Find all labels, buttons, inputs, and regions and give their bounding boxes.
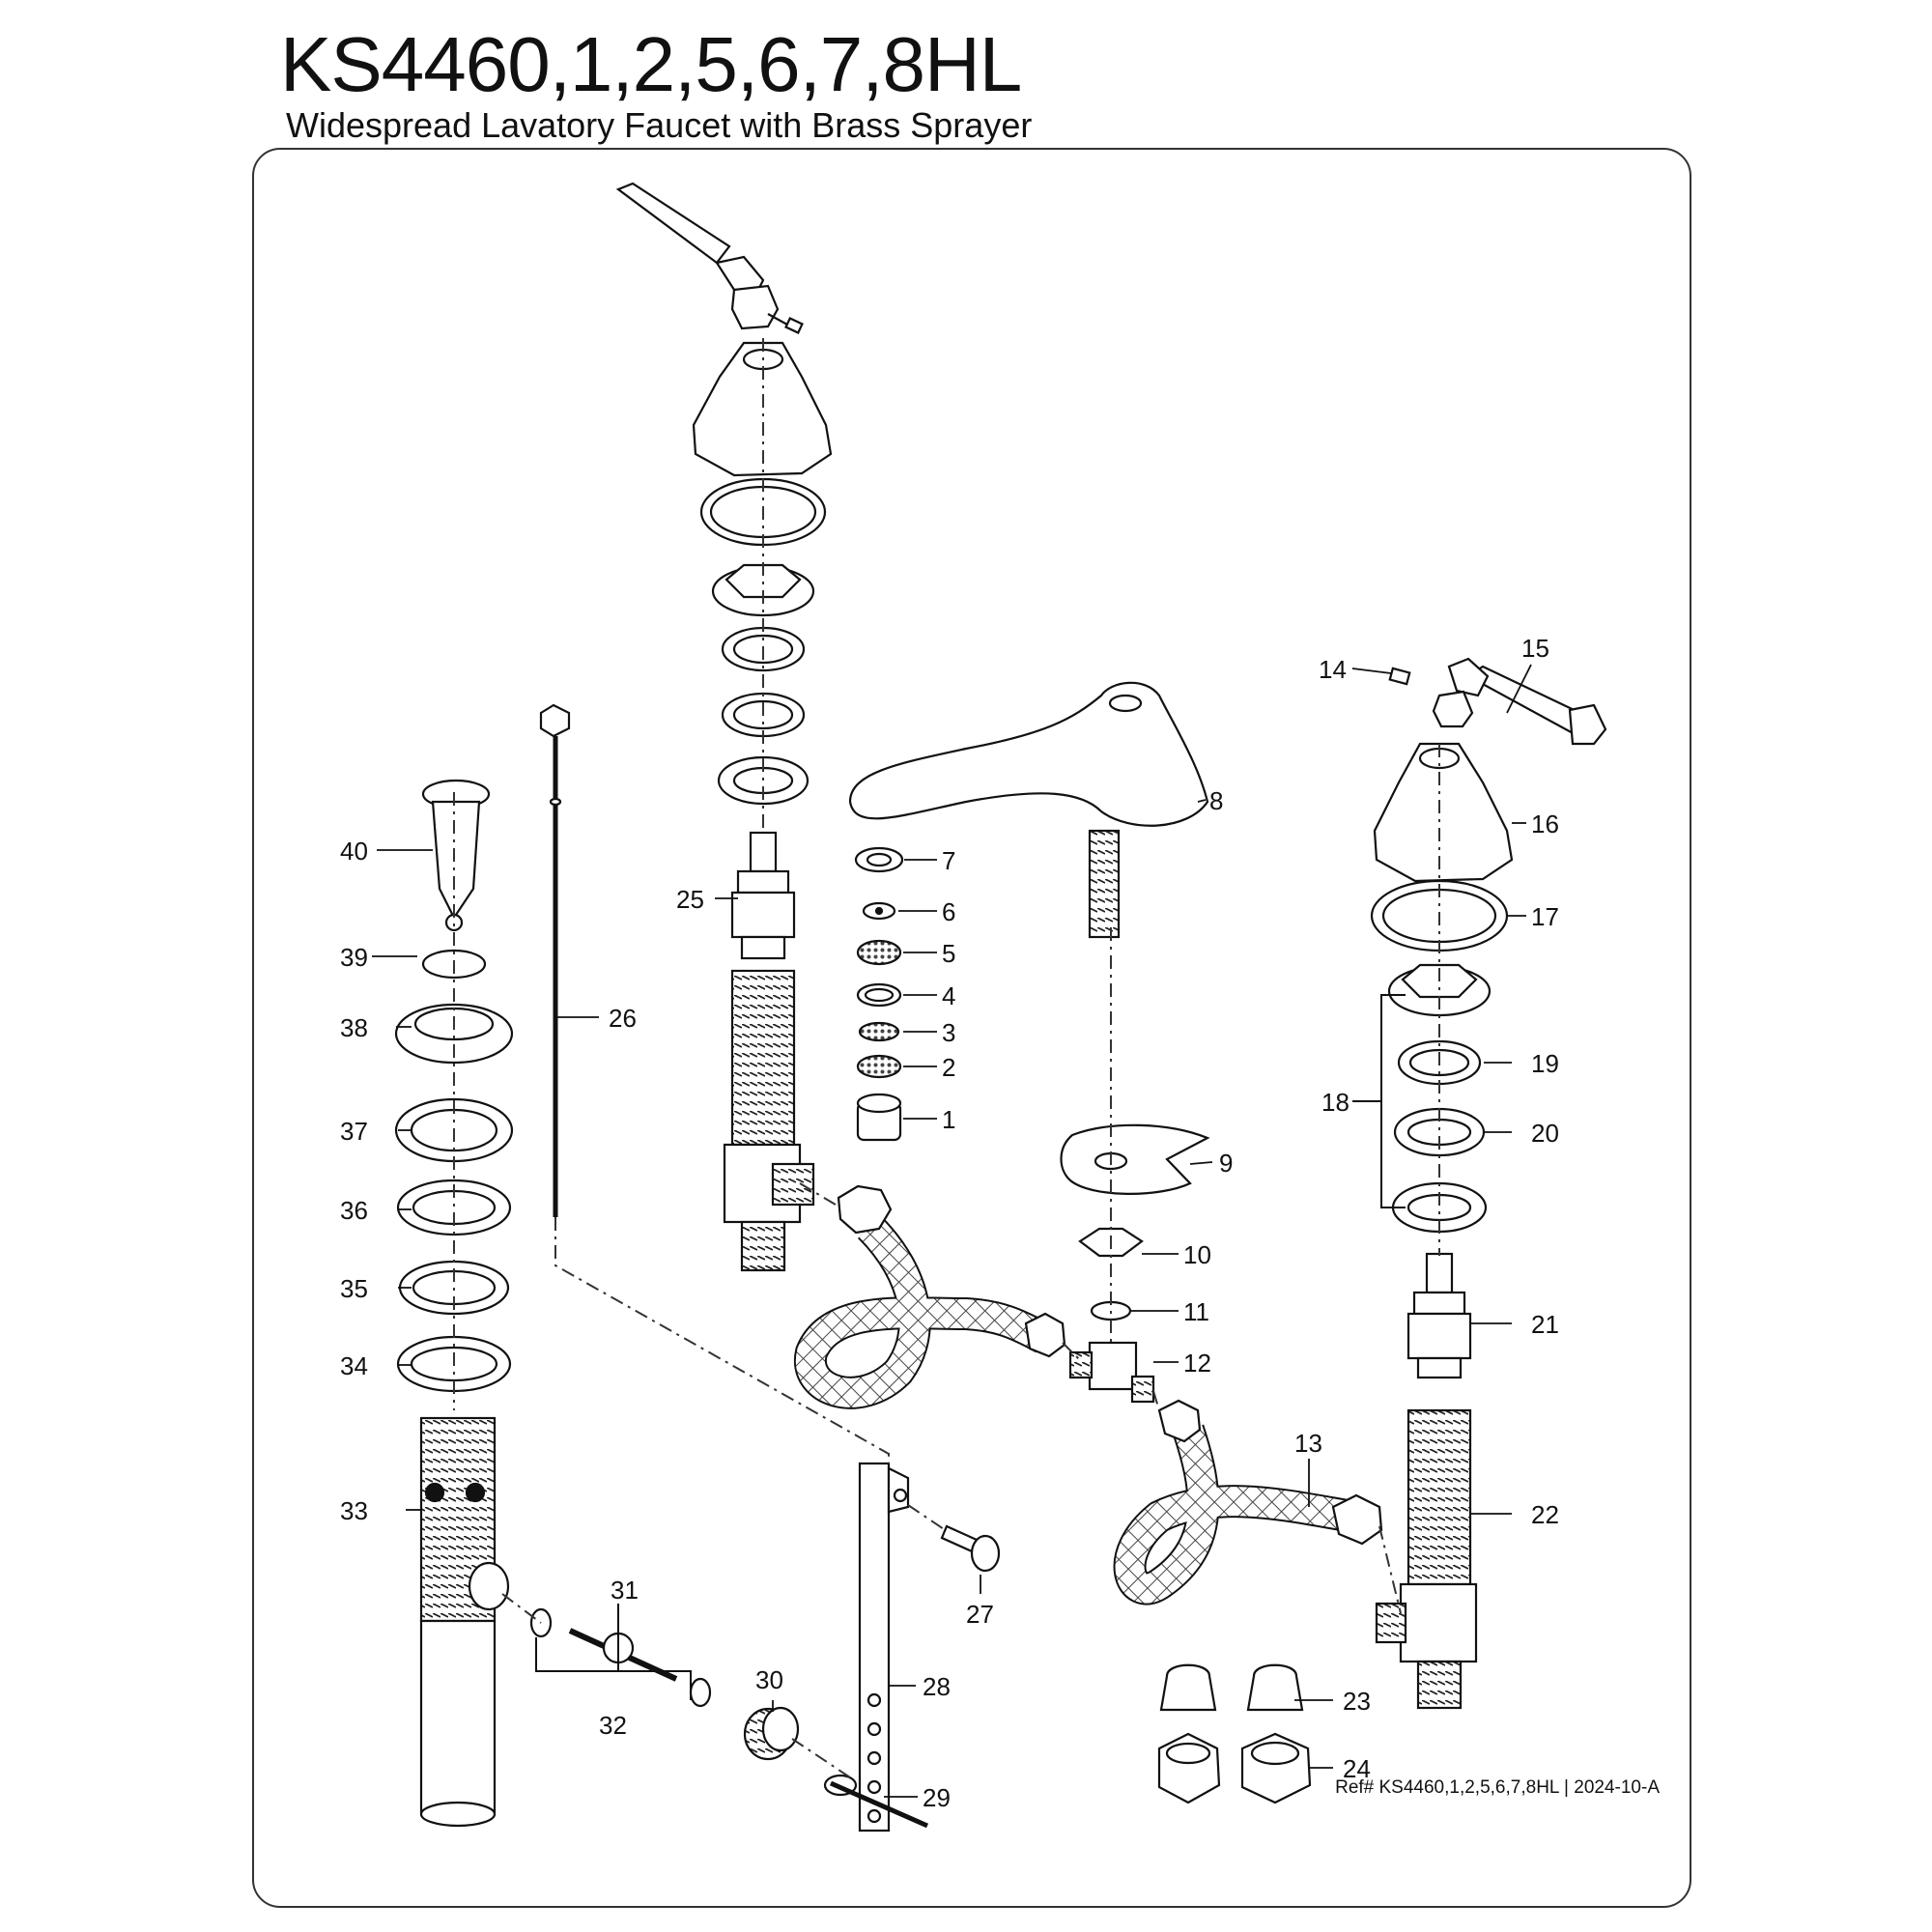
drain-body [419, 1416, 510, 1828]
callout-12: 12 [1183, 1349, 1211, 1378]
reference-number: Ref# KS4460,1,2,5,6,7,8HL | 2024-10-A [1335, 1777, 1660, 1798]
callout-26: 26 [609, 1004, 637, 1033]
callout-18: 18 [1321, 1088, 1350, 1117]
callout-16: 16 [1531, 810, 1559, 838]
callout-8: 8 [1209, 786, 1223, 815]
callout-39: 39 [340, 943, 368, 972]
callout-1: 1 [942, 1105, 955, 1134]
product-subtitle: Widespread Lavatory Faucet with Brass Sp… [286, 105, 1033, 145]
callout-10: 10 [1183, 1240, 1211, 1269]
callout-25: 25 [676, 885, 704, 914]
model-title: KS4460,1,2,5,6,7,8HL [280, 21, 1022, 107]
callout-20: 20 [1531, 1119, 1559, 1148]
extension-strap [858, 1462, 910, 1833]
callout-4: 4 [942, 981, 955, 1010]
strap-screw [940, 1524, 1001, 1573]
pop-up-stopper [421, 779, 491, 932]
callout-11: 11 [1183, 1297, 1209, 1326]
compression-nuts [1157, 1732, 1312, 1804]
callout-30: 30 [755, 1665, 783, 1694]
left-valve-body [723, 969, 815, 1272]
callout-34: 34 [340, 1351, 368, 1380]
callout-17: 17 [1531, 902, 1559, 931]
callout-37: 37 [340, 1117, 368, 1146]
callout-9: 9 [1219, 1149, 1233, 1178]
aerator-parts [854, 846, 904, 1142]
pivot-rod [529, 1607, 712, 1708]
mounting-bracket [1060, 1123, 1210, 1195]
callout-13: 13 [1294, 1429, 1322, 1458]
callout-27: 27 [966, 1600, 994, 1629]
callout-15: 15 [1521, 634, 1549, 663]
spring-clip [823, 1774, 929, 1829]
callout-38: 38 [340, 1013, 368, 1042]
callout-36: 36 [340, 1196, 368, 1225]
diagram-frame [252, 148, 1691, 1908]
callout-40: 40 [340, 837, 368, 866]
callout-6: 6 [942, 897, 955, 926]
lift-rod [539, 703, 571, 1217]
right-lock-nut [1387, 963, 1492, 1017]
pivot-nut [743, 1706, 800, 1761]
callout-32: 32 [599, 1711, 627, 1740]
set-screw [1388, 667, 1411, 686]
callout-23: 23 [1343, 1687, 1371, 1716]
callout-33: 33 [340, 1496, 368, 1525]
compression-sleeves [1159, 1663, 1304, 1712]
spout-shank [1088, 829, 1121, 939]
callout-29: 29 [923, 1783, 951, 1812]
right-cartridge [1406, 1252, 1472, 1379]
left-cartridge [730, 831, 796, 960]
callout-22: 22 [1531, 1500, 1559, 1529]
callout-31: 31 [611, 1576, 639, 1605]
left-lever-handle [615, 182, 804, 334]
callout-21: 21 [1531, 1310, 1559, 1339]
tee-connector [1068, 1341, 1155, 1404]
callout-14: 14 [1319, 655, 1347, 684]
right-lever-handle [1432, 657, 1607, 746]
right-valve-body [1375, 1408, 1478, 1710]
right-handle-escutcheon [1373, 742, 1514, 883]
spout [848, 681, 1209, 827]
callout-19: 19 [1531, 1049, 1559, 1078]
callout-35: 35 [340, 1274, 368, 1303]
callout-5: 5 [942, 939, 955, 968]
callout-7: 7 [942, 846, 955, 875]
callout-28: 28 [923, 1672, 951, 1701]
callout-3: 3 [942, 1018, 955, 1047]
callout-24: 24 [1343, 1754, 1371, 1783]
callout-2: 2 [942, 1053, 955, 1082]
